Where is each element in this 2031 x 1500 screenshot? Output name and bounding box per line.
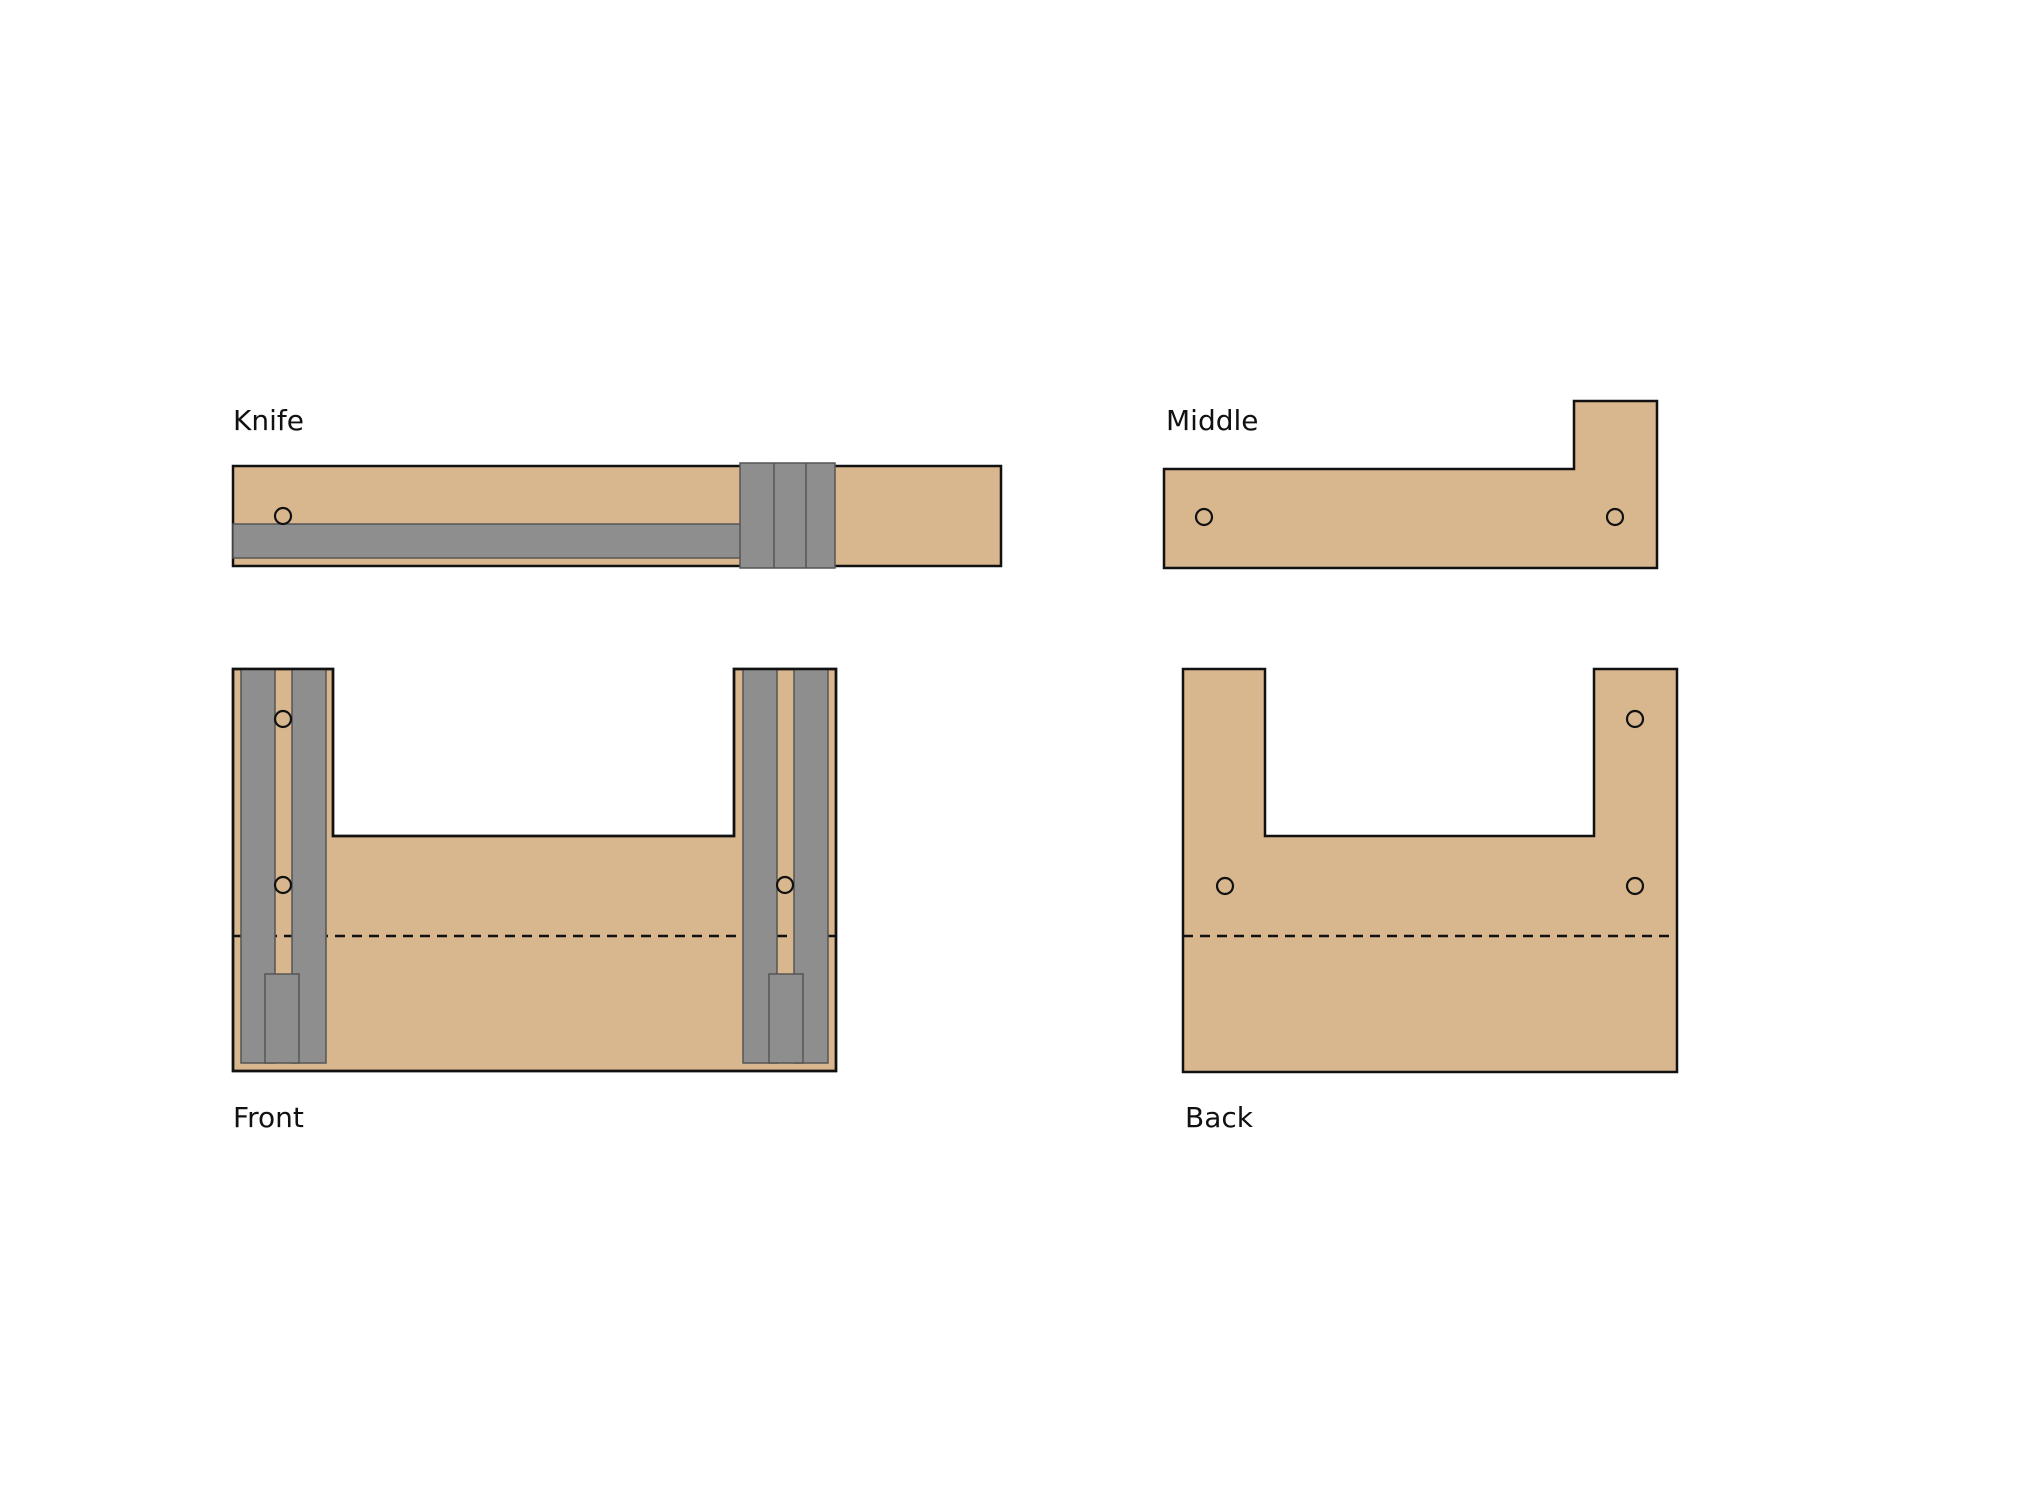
knife-part xyxy=(231,462,1003,569)
knife-label: Knife xyxy=(233,404,304,437)
back-label: Back xyxy=(1185,1101,1253,1134)
hole-icon xyxy=(273,875,293,895)
hole-icon xyxy=(1215,876,1235,896)
back-part xyxy=(1181,667,1679,1074)
middle-part xyxy=(1162,399,1659,570)
hole-icon xyxy=(1625,709,1645,729)
knife-blade-strip xyxy=(232,523,742,559)
hole-icon xyxy=(273,506,293,526)
front-part xyxy=(231,667,838,1073)
middle-label: Middle xyxy=(1166,404,1259,437)
hole-icon xyxy=(1625,876,1645,896)
front-label: Front xyxy=(233,1101,304,1134)
hole-icon xyxy=(1194,507,1214,527)
hole-icon xyxy=(775,875,795,895)
knife-handle-block xyxy=(739,462,836,569)
hole-icon xyxy=(273,709,293,729)
hole-icon xyxy=(1605,507,1625,527)
